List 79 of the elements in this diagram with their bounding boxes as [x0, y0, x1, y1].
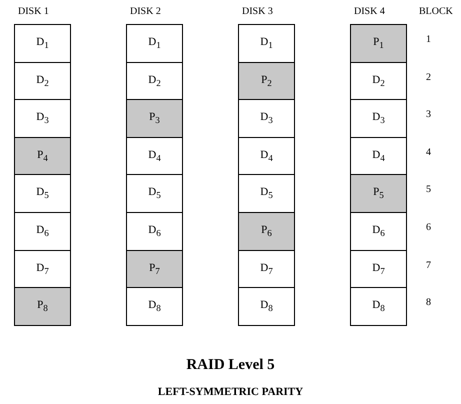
parity-block: [350, 174, 407, 213]
block-label: D$_{8}$: [260, 299, 273, 314]
data-block: [238, 137, 295, 175]
data-block: [126, 24, 183, 63]
caption: LEFT-SYMMETRIC PARITY: [158, 386, 304, 398]
parity-block: [126, 99, 183, 138]
block-number: 5: [426, 184, 431, 196]
block-label: D$_{5}$: [148, 186, 161, 201]
data-block: [14, 24, 71, 63]
data-block: [238, 287, 295, 326]
block-label: D$_{2}$: [372, 74, 385, 88]
block-number: 7: [426, 260, 431, 271]
data-block: [350, 62, 407, 100]
data-block: [126, 137, 183, 175]
data-block: [350, 212, 407, 251]
block-label: D$_{4}$: [372, 148, 385, 164]
block-label: D$_{8}$: [148, 299, 161, 314]
block-label: D$_{2}$: [148, 74, 161, 88]
data-block: [238, 250, 295, 288]
block-label: P$_{8}$: [37, 299, 48, 314]
block-label: P$_{4}$: [37, 148, 48, 164]
data-block: [126, 62, 183, 100]
data-block: [126, 174, 183, 213]
data-block: [14, 250, 71, 288]
block-label: P$_{7}$: [149, 262, 160, 276]
block-label: D$_{5}$: [36, 186, 49, 201]
block-number: 6: [426, 222, 431, 233]
data-block: [126, 287, 183, 326]
data-block: [350, 99, 407, 138]
disk-header: DISK 2: [130, 6, 161, 17]
block-number: 2: [426, 72, 431, 83]
title: RAID Level 5: [186, 357, 275, 373]
disk-header: DISK 4: [354, 6, 385, 17]
block-label: D$_{7}$: [36, 262, 49, 276]
block-label: D$_{2}$: [36, 74, 49, 88]
block-label: D$_{8}$: [372, 299, 385, 314]
disk-header: DISK 3: [242, 6, 273, 17]
parity-block: [238, 212, 295, 251]
block-label: D$_{1}$: [36, 36, 49, 51]
parity-block: [350, 24, 407, 63]
parity-block: [14, 137, 71, 175]
parity-block: [126, 250, 183, 288]
block-label: D$_{6}$: [148, 224, 161, 239]
block-label: D$_{1}$: [148, 36, 161, 51]
block-label: D$_{4}$: [148, 148, 161, 164]
block-number: 1: [426, 34, 431, 45]
block-label: D$_{1}$: [260, 36, 273, 51]
data-block: [14, 174, 71, 213]
data-block: [238, 99, 295, 138]
block-label: P$_{1}$: [373, 36, 384, 51]
data-block: [350, 250, 407, 288]
block-label: D$_{5}$: [260, 186, 273, 201]
block-header: BLOCK: [419, 6, 453, 17]
parity-block: [238, 62, 295, 100]
block-label: D$_{7}$: [372, 262, 385, 276]
block-label: P$_{5}$: [373, 186, 384, 201]
block-number: 3: [426, 109, 431, 120]
block-label: P$_{2}$: [261, 74, 272, 88]
data-block: [238, 24, 295, 63]
block-number: 4: [426, 146, 431, 158]
disk-header: DISK 1: [18, 6, 49, 17]
data-block: [14, 212, 71, 251]
data-block: [14, 62, 71, 100]
data-block: [350, 287, 407, 326]
block-label: D$_{3}$: [260, 111, 273, 126]
data-block: [350, 137, 407, 175]
block-number: 8: [426, 297, 431, 308]
data-block: [126, 212, 183, 251]
block-label: D$_{6}$: [372, 224, 385, 239]
block-label: D$_{6}$: [36, 224, 49, 239]
data-block: [14, 99, 71, 138]
block-label: D$_{3}$: [36, 111, 49, 126]
block-label: P$_{3}$: [149, 111, 160, 126]
block-label: P$_{6}$: [261, 224, 272, 239]
block-label: D$_{7}$: [260, 262, 273, 276]
parity-block: [14, 287, 71, 326]
block-label: D$_{3}$: [372, 111, 385, 126]
block-label: D$_{4}$: [260, 148, 273, 164]
data-block: [238, 174, 295, 213]
